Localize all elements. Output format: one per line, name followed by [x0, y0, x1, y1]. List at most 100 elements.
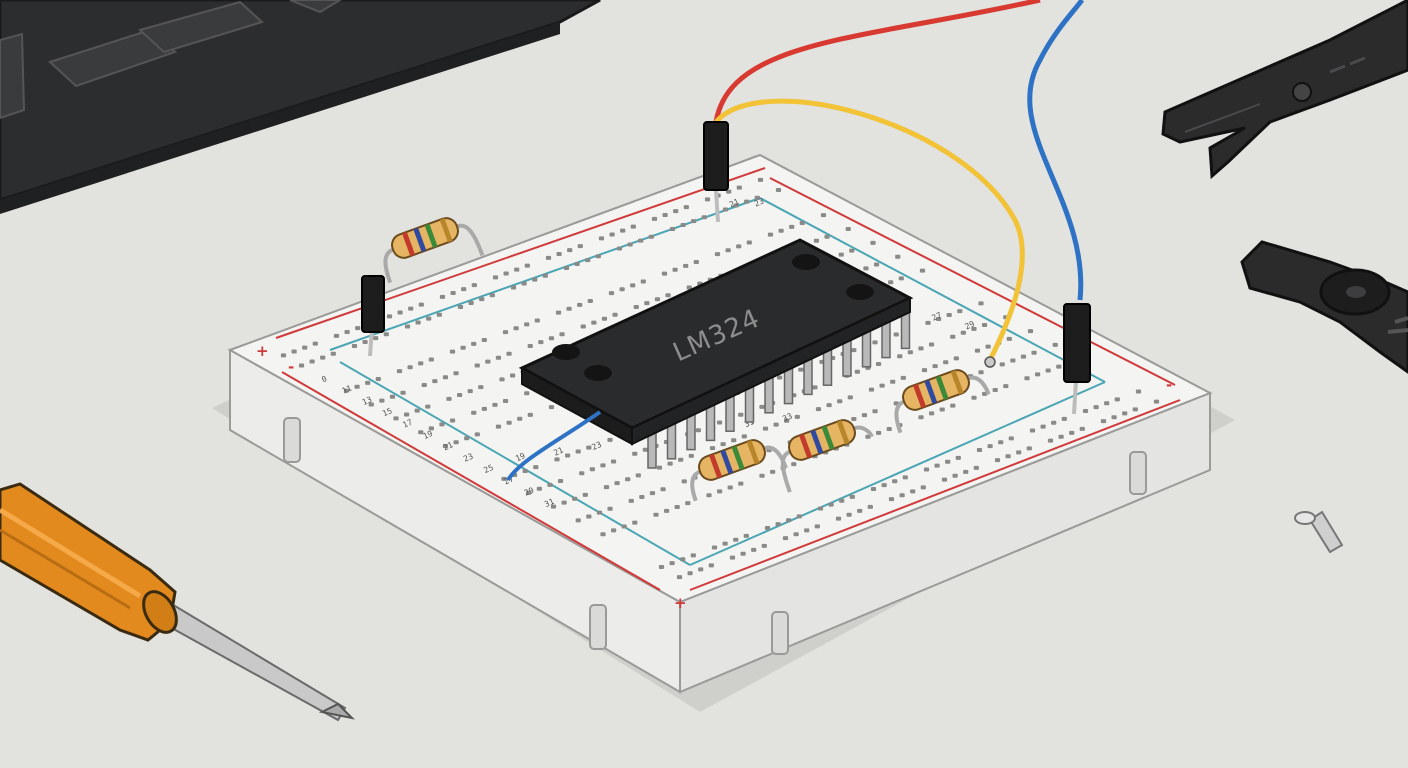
row-number: 27: [930, 311, 943, 323]
hole: [1079, 426, 1085, 431]
hole: [893, 332, 899, 337]
hole: [648, 234, 654, 239]
hole: [632, 451, 638, 456]
hole: [548, 336, 555, 341]
hole: [524, 322, 530, 327]
hole: [813, 238, 820, 243]
hole: [506, 420, 512, 425]
hole: [900, 375, 906, 380]
hole: [953, 356, 959, 361]
hole: [1006, 336, 1012, 341]
hole: [799, 220, 805, 225]
hole: [614, 481, 620, 486]
blue-wire: [1027, 0, 1085, 301]
hole: [291, 349, 297, 354]
hole: [849, 494, 855, 499]
hole: [601, 316, 608, 321]
wire-stripper-tool: [1161, 0, 1408, 180]
hole: [1058, 434, 1064, 439]
hole: [879, 383, 885, 388]
hole: [687, 571, 693, 576]
hole: [897, 354, 903, 359]
resistors: [383, 217, 991, 502]
hole: [577, 302, 583, 307]
row-number: 21: [442, 440, 455, 452]
hole: [919, 268, 926, 273]
hole: [595, 254, 601, 259]
hole: [890, 379, 896, 384]
ic-pin: [686, 412, 696, 451]
hole: [492, 402, 498, 407]
hole: [907, 350, 913, 355]
hole: [506, 351, 512, 356]
hole: [575, 518, 581, 523]
hole: [426, 316, 432, 321]
hole: [957, 309, 963, 314]
hole: [892, 479, 898, 484]
hole: [708, 563, 714, 568]
hole: [680, 223, 686, 228]
hole: [982, 391, 988, 396]
hole: [625, 477, 631, 482]
hole: [828, 502, 834, 507]
hole: [640, 279, 646, 284]
hole: [503, 271, 509, 276]
hole: [971, 395, 977, 400]
hole: [526, 490, 532, 495]
hole: [941, 477, 948, 482]
hole: [928, 342, 935, 347]
rail-minus-sign: -: [1166, 376, 1172, 394]
hole: [393, 416, 399, 421]
ic-pin: [705, 403, 716, 442]
hole: [793, 532, 799, 537]
resistor: [690, 439, 788, 502]
hole: [654, 297, 661, 302]
hole: [510, 285, 517, 290]
hole: [610, 459, 617, 464]
hole: [471, 341, 477, 346]
hole: [439, 294, 446, 299]
ic-pin: [666, 422, 677, 460]
hole: [379, 398, 385, 403]
hole: [449, 418, 456, 423]
hole: [1061, 416, 1067, 421]
hole: [1093, 405, 1099, 410]
hole: [867, 504, 873, 509]
hole: [591, 320, 597, 325]
row-number: 29: [964, 319, 977, 331]
hole: [1051, 420, 1057, 425]
hole: [1003, 384, 1009, 389]
row-numbers: 0111315171921232527293119212325272931332…: [320, 196, 976, 509]
hole: [522, 469, 528, 474]
hole: [861, 413, 868, 418]
hole: [375, 376, 381, 381]
hole: [875, 362, 882, 367]
hole: [812, 385, 818, 390]
hole: [632, 520, 638, 525]
hole: [974, 348, 981, 353]
yellow-wire: [714, 98, 1025, 362]
hole: [582, 492, 588, 497]
hole: [565, 453, 571, 458]
row-number: 19: [514, 451, 527, 463]
hole: [1027, 329, 1034, 334]
hole: [607, 437, 613, 442]
resistor: [894, 369, 991, 434]
hole: [824, 234, 830, 239]
hole: [1040, 424, 1046, 429]
hole: [925, 320, 931, 325]
hole: [923, 467, 930, 472]
hole: [761, 543, 767, 548]
hole: [902, 475, 908, 480]
hole: [404, 412, 410, 417]
hole: [693, 259, 699, 264]
hole: [759, 473, 765, 478]
hole: [1008, 436, 1014, 441]
hole: [467, 389, 473, 394]
row-number: 23: [753, 196, 766, 208]
hole: [280, 353, 287, 358]
hole: [407, 365, 413, 370]
hole: [786, 518, 792, 523]
hole: [1047, 438, 1054, 443]
